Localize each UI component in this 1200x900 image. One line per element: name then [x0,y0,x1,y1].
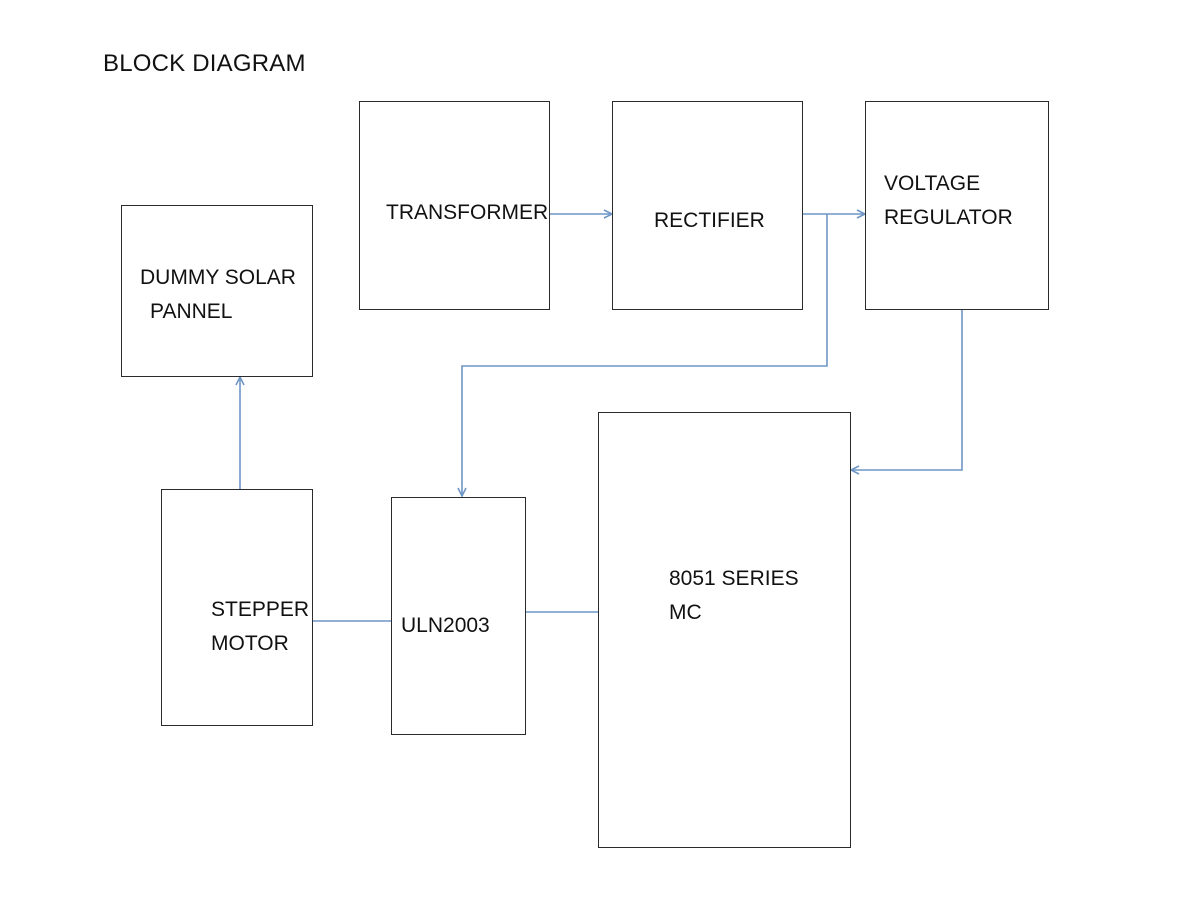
voltage-regulator-block: VOLTAGE REGULATOR [865,101,1049,310]
transformer-label: TRANSFORMER [386,201,549,224]
rectifier-label: RECTIFIER [654,209,765,232]
solar-panel-label: DUMMY SOLAR PANNEL [140,266,296,323]
stepper-motor-label: STEPPER MOTOR [211,598,310,655]
stepper-motor-block: STEPPER MOTOR [161,489,313,726]
rectifier-block: RECTIFIER [612,101,803,310]
uln2003-block: ULN2003 [391,497,526,735]
solar-panel-block: DUMMY SOLAR PANNEL [121,205,313,377]
arrow-rectifier-to-uln2003 [462,214,828,496]
voltage-regulator-label: VOLTAGE REGULATOR [884,172,1013,229]
transformer-block: TRANSFORMER [359,101,550,310]
arrow-regulator-to-mc [851,310,963,470]
microcontroller-block: 8051 SERIES MC [598,412,851,848]
microcontroller-label: 8051 SERIES MC [669,567,799,624]
uln2003-label: ULN2003 [401,614,490,637]
page-title: BLOCK DIAGRAM [103,50,306,77]
